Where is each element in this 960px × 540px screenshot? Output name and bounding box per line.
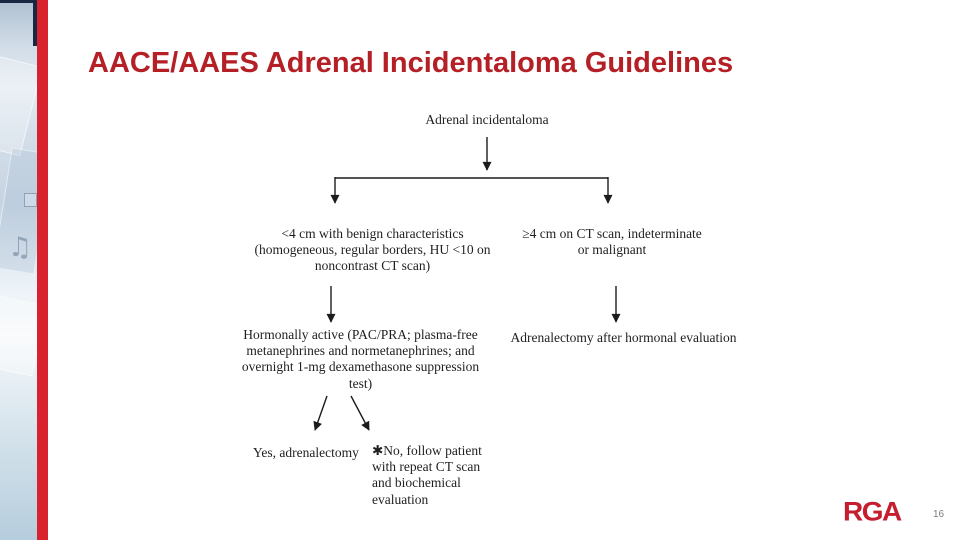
left-photo-strip: ♫ <box>0 0 37 540</box>
node-small-benign-criteria: <4 cm with benign characteristics (homog… <box>254 226 491 274</box>
node-hormonal-evaluation: Hormonally active (PAC/PRA; plasma-free … <box>241 327 480 391</box>
strip-top-line <box>0 0 37 3</box>
strip-card-shape <box>0 55 37 157</box>
square-icon <box>24 193 37 207</box>
strip-card-shape <box>0 295 37 377</box>
music-note-icon: ♫ <box>8 232 33 263</box>
node-adrenalectomy-after-evaluation: Adrenalectomy after hormonal evaluation <box>510 330 737 345</box>
node-yes-adrenalectomy: Yes, adrenalectomy <box>253 445 359 460</box>
edge-eval-to-yes <box>313 395 328 431</box>
rga-logo: RGA <box>843 496 902 527</box>
node-adrenal-incidentaloma: Adrenal incidentaloma <box>425 112 549 127</box>
edge-eval-to-no <box>350 395 370 431</box>
red-accent-bar <box>37 0 48 540</box>
page-title: AACE/AAES Adrenal Incidentaloma Guidelin… <box>88 47 734 79</box>
page-number: 16 <box>933 509 945 520</box>
node-large-indeterminate-criteria: ≥4 cm on CT scan, indeterminate or malig… <box>522 226 702 258</box>
node-no-follow-patient: ✱No, follow patient with repeat CT scan … <box>372 443 482 507</box>
navy-accent-bar <box>33 0 37 46</box>
